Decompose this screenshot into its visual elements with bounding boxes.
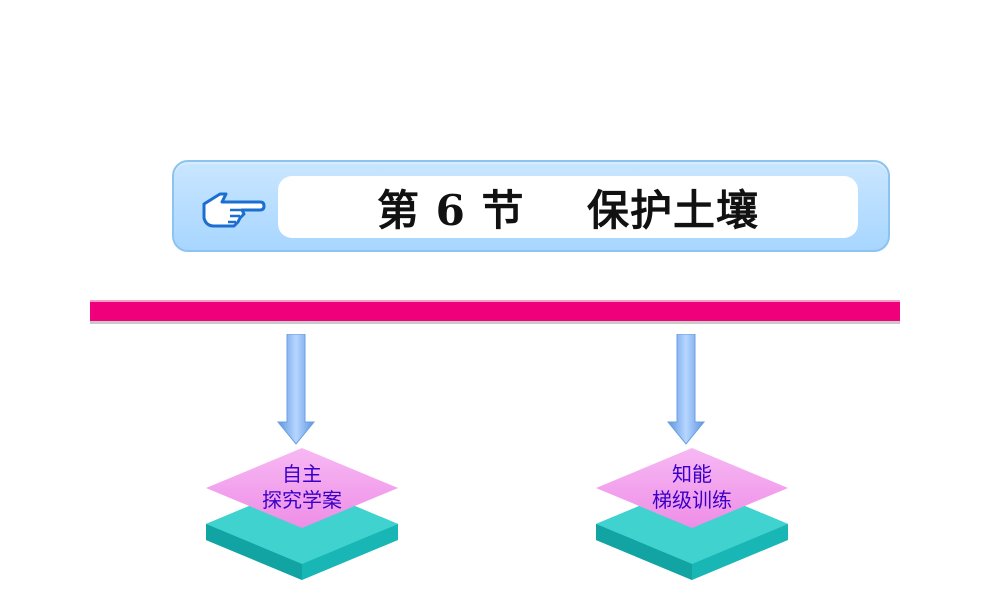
node-stack-shape bbox=[206, 448, 398, 580]
title-panel: 第 6 节 保护土壤 bbox=[278, 176, 858, 238]
node-stack-shape bbox=[596, 448, 788, 580]
node-label: 知能 梯级训练 bbox=[596, 444, 788, 530]
page-title: 第 6 节 保护土壤 bbox=[377, 185, 759, 235]
node-label-line1: 自主 bbox=[282, 462, 322, 486]
node-label-line1: 知能 bbox=[672, 462, 712, 486]
pointing-hand-icon bbox=[202, 192, 266, 228]
node-label: 自主 探究学案 bbox=[206, 444, 398, 530]
title-banner: 第 6 节 保护土壤 bbox=[172, 160, 890, 252]
node-label-line2: 梯级训练 bbox=[652, 488, 732, 512]
section-divider bbox=[90, 300, 900, 324]
node-label-line2: 探究学案 bbox=[262, 488, 342, 512]
down-arrow-icon bbox=[276, 334, 316, 445]
node-practice[interactable]: 知能 梯级训练 bbox=[596, 444, 788, 584]
down-arrow-icon bbox=[666, 334, 706, 445]
node-self-study[interactable]: 自主 探究学案 bbox=[206, 444, 398, 584]
